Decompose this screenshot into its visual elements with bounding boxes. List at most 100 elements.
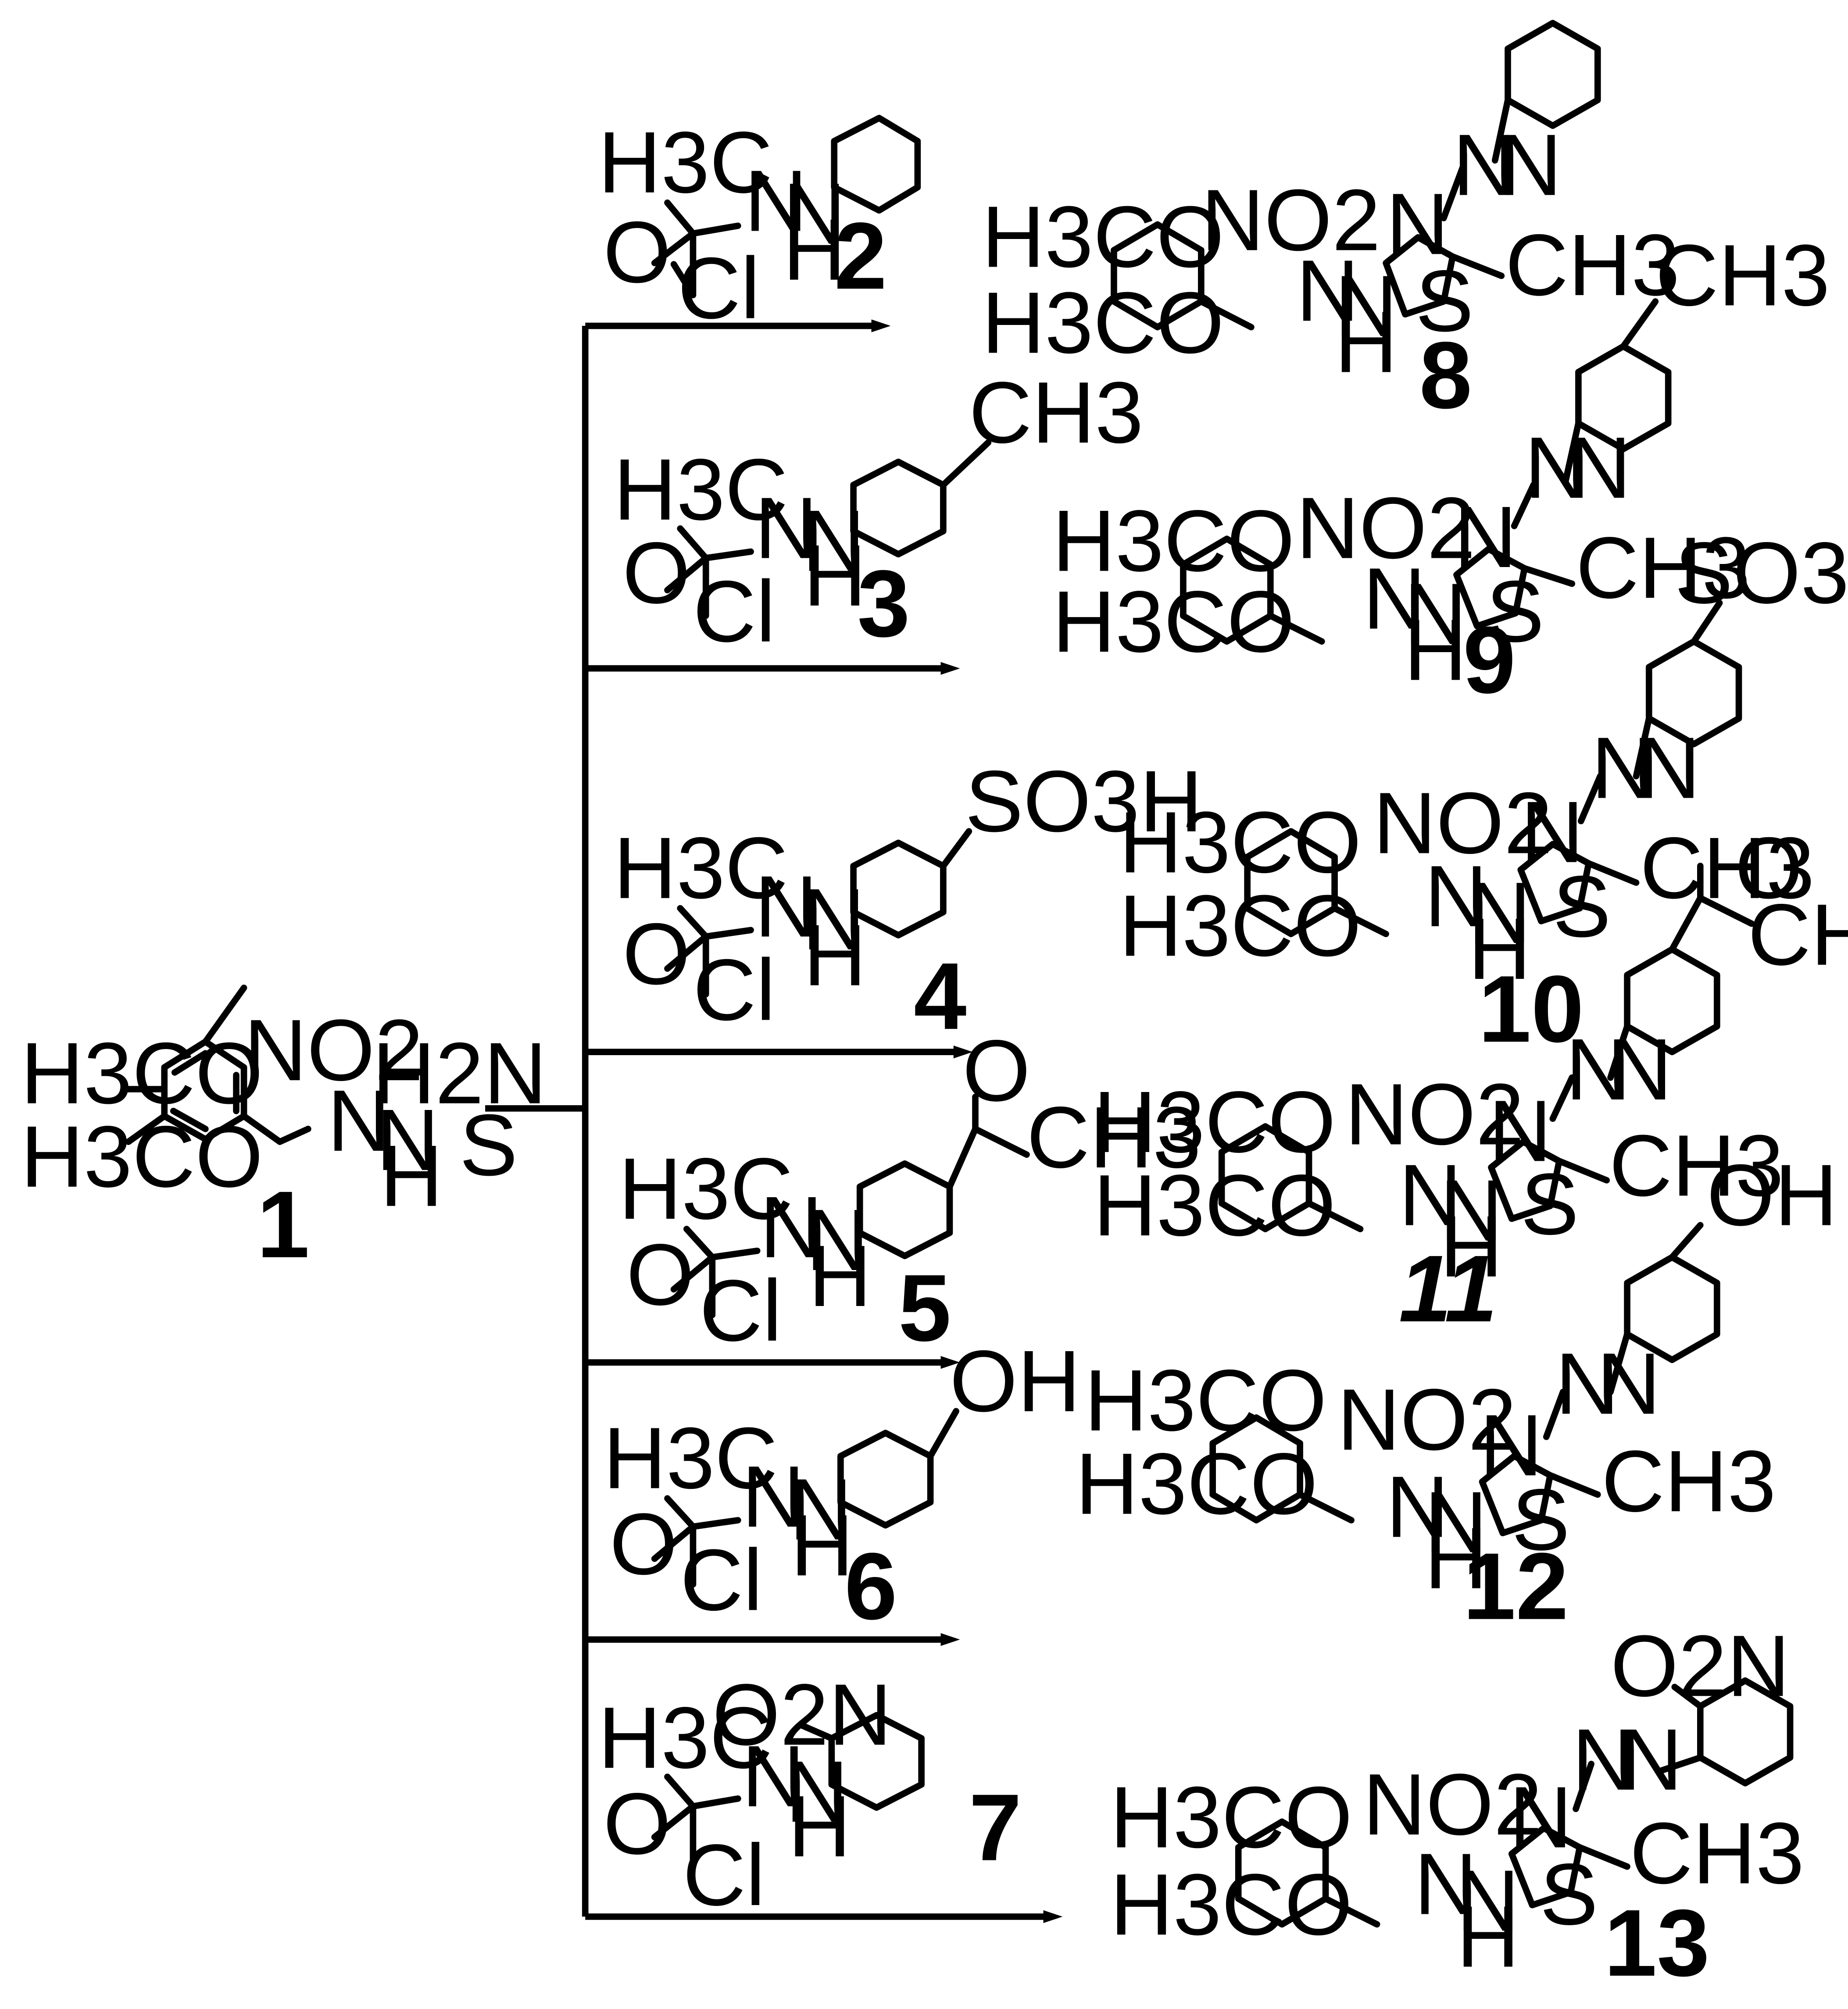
label-h: H xyxy=(1468,900,1531,998)
label-n: N xyxy=(1453,117,1516,214)
label-n: N xyxy=(1386,1458,1449,1556)
label-n: N xyxy=(1399,1147,1462,1244)
label-n: N xyxy=(1456,1852,1519,1950)
label-h: H xyxy=(380,1128,443,1225)
label-h: H xyxy=(790,1497,854,1594)
label-h: H xyxy=(1440,1198,1503,1295)
label-n: N xyxy=(802,871,865,968)
compound-number: 11 xyxy=(1399,1235,1498,1342)
label-o: O xyxy=(626,1226,694,1324)
label-so3h: SO3H xyxy=(1675,525,1848,622)
label-n: N xyxy=(1404,565,1467,663)
reagent-3: H3C O Cl N N H CH3 3 xyxy=(614,364,1144,660)
label-n: N xyxy=(1335,257,1398,355)
label-so3h: SO3H xyxy=(965,753,1203,850)
label-n: N xyxy=(1454,489,1517,586)
label-n: N xyxy=(789,1461,852,1558)
product-12: H3CO H3CO NO2 N S CH3 N N OH N N H 12 xyxy=(1076,1147,1838,1639)
label-ch3: CH3 xyxy=(1505,217,1680,314)
label-s: S xyxy=(1540,1846,1598,1943)
product-13: H3CO H3CO NO2 N S CH3 N N O2N N N H 13 xyxy=(1110,1617,1805,1996)
label-n: N xyxy=(1424,848,1487,945)
scheme-arrows xyxy=(485,319,1063,1923)
label-h3c: H3C xyxy=(614,820,788,917)
label-n: N xyxy=(1468,864,1531,962)
compound-1: H3CO H3CO NO2 N N H H2N S 1 xyxy=(21,985,547,1277)
label-n: N xyxy=(1489,1082,1552,1180)
label-n: N xyxy=(802,492,865,590)
label-n: N xyxy=(783,165,846,263)
label-s: S xyxy=(1415,253,1474,350)
label-n: N xyxy=(786,1743,849,1841)
label-n: N xyxy=(1598,1335,1661,1433)
label-h3c: H3C xyxy=(598,114,772,211)
label-s: S xyxy=(1486,563,1544,660)
label-h: H xyxy=(808,1228,872,1325)
label-o: O xyxy=(610,1495,678,1593)
label-s: S xyxy=(1521,1156,1579,1253)
label-n: N xyxy=(1566,1021,1629,1118)
label-oh: OH xyxy=(950,1333,1080,1430)
compound-number: 13 xyxy=(1604,1890,1710,1996)
compound-number: 8 xyxy=(1419,322,1472,428)
label-ch3: CH3 xyxy=(1640,820,1815,917)
reagent-5: H3C O Cl N N H O CH3 5 xyxy=(618,1022,1201,1361)
label-h3co: H3CO xyxy=(1110,1856,1353,1953)
label-o2n: O2N xyxy=(712,1666,892,1763)
label-s: S xyxy=(1553,858,1611,955)
label-n: N xyxy=(754,858,818,955)
label-ch3: CH3 xyxy=(969,364,1144,461)
reagent-2: H3C O Cl N N H 2 xyxy=(598,114,921,337)
compound-number: 6 xyxy=(844,1533,897,1639)
label-h: H xyxy=(804,907,867,1004)
compound-number: 5 xyxy=(898,1255,951,1361)
label-h3co: H3CO xyxy=(1084,1352,1327,1449)
label-n: N xyxy=(1619,1711,1683,1809)
compound-number: 4 xyxy=(914,943,966,1049)
compound-number: 10 xyxy=(1478,956,1584,1062)
label-h3co: H3CO xyxy=(1110,1769,1353,1866)
label-cl: Cl xyxy=(693,942,776,1039)
product-8: H3CO H3CO NO2 N S CH3 N N N N H 8 xyxy=(982,20,1680,428)
label-no2: NO2 xyxy=(1345,1066,1524,1163)
label-ch3: CH3 xyxy=(1609,1117,1784,1214)
label-n: N xyxy=(1386,175,1449,273)
compound-number: 7 xyxy=(969,1774,1022,1881)
label-cl: Cl xyxy=(678,239,760,337)
label-ch3: CH3 xyxy=(1630,1805,1804,1902)
label-h3co: H3CO xyxy=(982,188,1224,285)
reagent-7: H3C O Cl N N H O2N 7 xyxy=(598,1666,1022,1924)
label-n: N xyxy=(1568,419,1631,517)
label-cl: Cl xyxy=(693,563,776,660)
label-s: S xyxy=(460,1097,518,1194)
label-h3co: H3CO xyxy=(1119,877,1362,974)
label-h3co: H3CO xyxy=(1094,1157,1336,1254)
label-o: O xyxy=(622,525,690,622)
compound-number: 3 xyxy=(857,550,910,657)
label-n: N xyxy=(760,1179,823,1276)
label-no2: NO2 xyxy=(1201,171,1380,269)
label-no2: NO2 xyxy=(1337,1371,1516,1469)
label-o: O xyxy=(1735,820,1803,917)
label-cl: Cl xyxy=(680,1531,763,1629)
label-ch3: CH3 xyxy=(1748,886,1848,984)
label-n: N xyxy=(1296,242,1359,339)
compound-number: 12 xyxy=(1463,1533,1569,1639)
compound-number: 2 xyxy=(834,203,887,309)
label-h3co: H3CO xyxy=(1119,794,1362,891)
label-h3co: H3CO xyxy=(1052,492,1295,590)
label-o: O xyxy=(622,906,690,1003)
label-n: N xyxy=(1525,419,1588,517)
label-o2n: O2N xyxy=(1611,1617,1790,1715)
label-h: H xyxy=(1456,1888,1519,1985)
label-ch3: CH3 xyxy=(1027,1089,1201,1186)
label-n: N xyxy=(1572,1711,1635,1809)
label-n: N xyxy=(1363,550,1426,647)
label-h: H xyxy=(1424,1510,1487,1607)
compound-number: 9 xyxy=(1463,607,1516,713)
label-h3co: H3CO xyxy=(982,274,1224,371)
product-11: H3CO H3CO NO2 N S CH3 N N O CH3 N N H 11 xyxy=(1094,820,1848,1342)
label-n: N xyxy=(376,1092,439,1189)
label-n: N xyxy=(806,1192,869,1289)
